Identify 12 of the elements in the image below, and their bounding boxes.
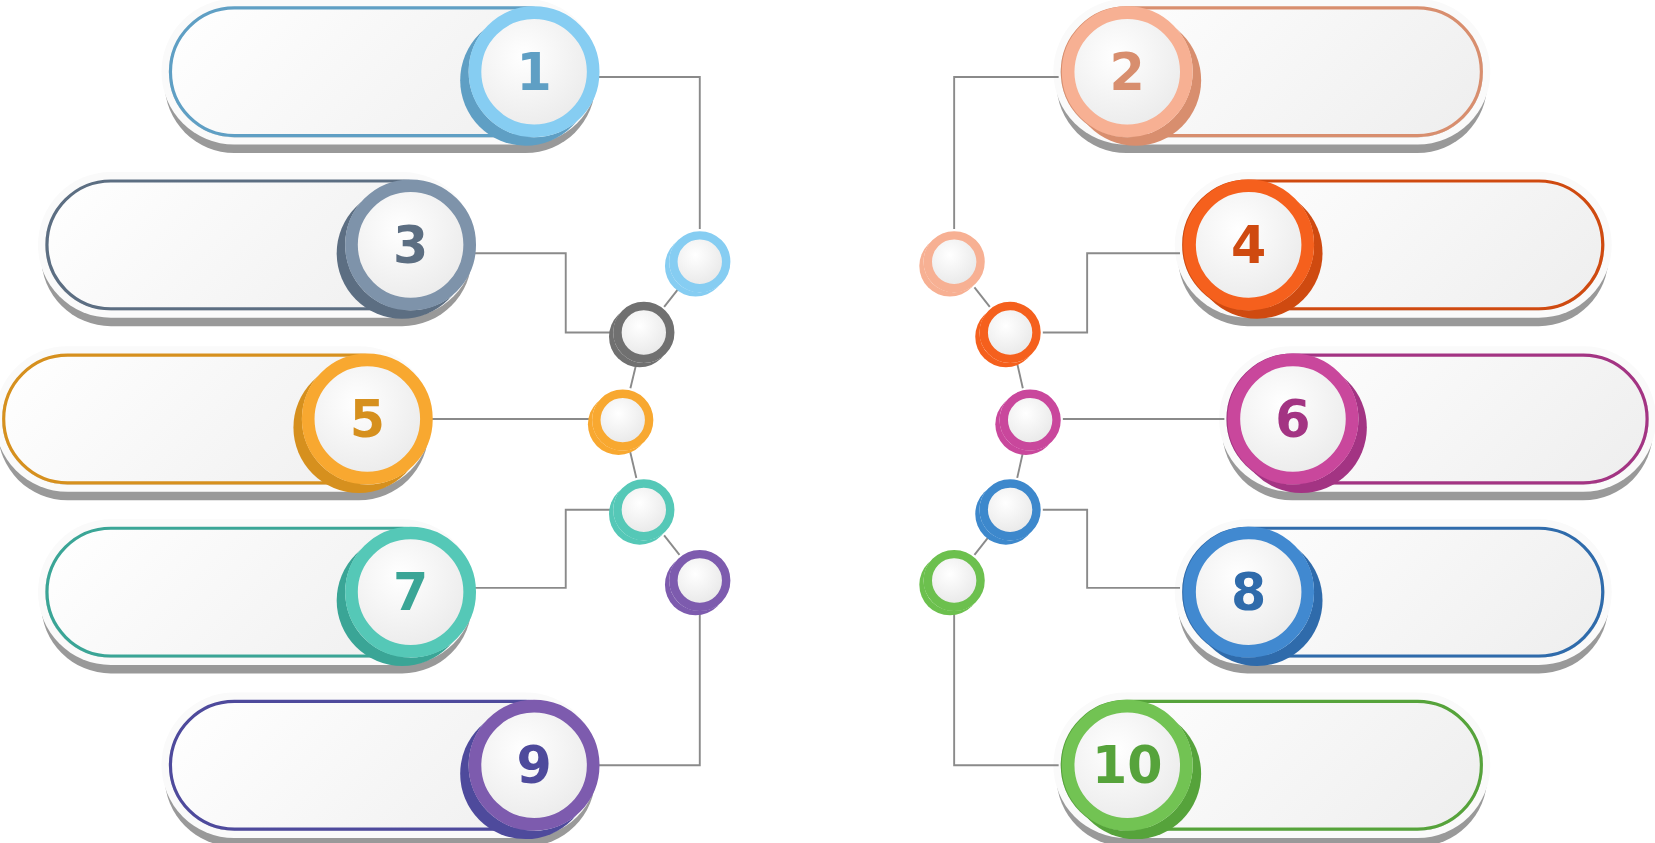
arc-connector: [973, 286, 991, 308]
small-circle: [979, 301, 1041, 364]
small-circle: [613, 301, 675, 364]
bracket-connector: [1041, 508, 1181, 589]
arc-connector: [629, 451, 638, 479]
small-circle: [923, 549, 985, 612]
bracket-connector: [953, 612, 1060, 767]
arc-connector: [663, 534, 681, 556]
arc-connector: [1016, 363, 1024, 390]
bracket-connector: [1061, 418, 1226, 420]
bracket-connector: [953, 76, 1060, 230]
bracket-connector: [1041, 252, 1181, 334]
